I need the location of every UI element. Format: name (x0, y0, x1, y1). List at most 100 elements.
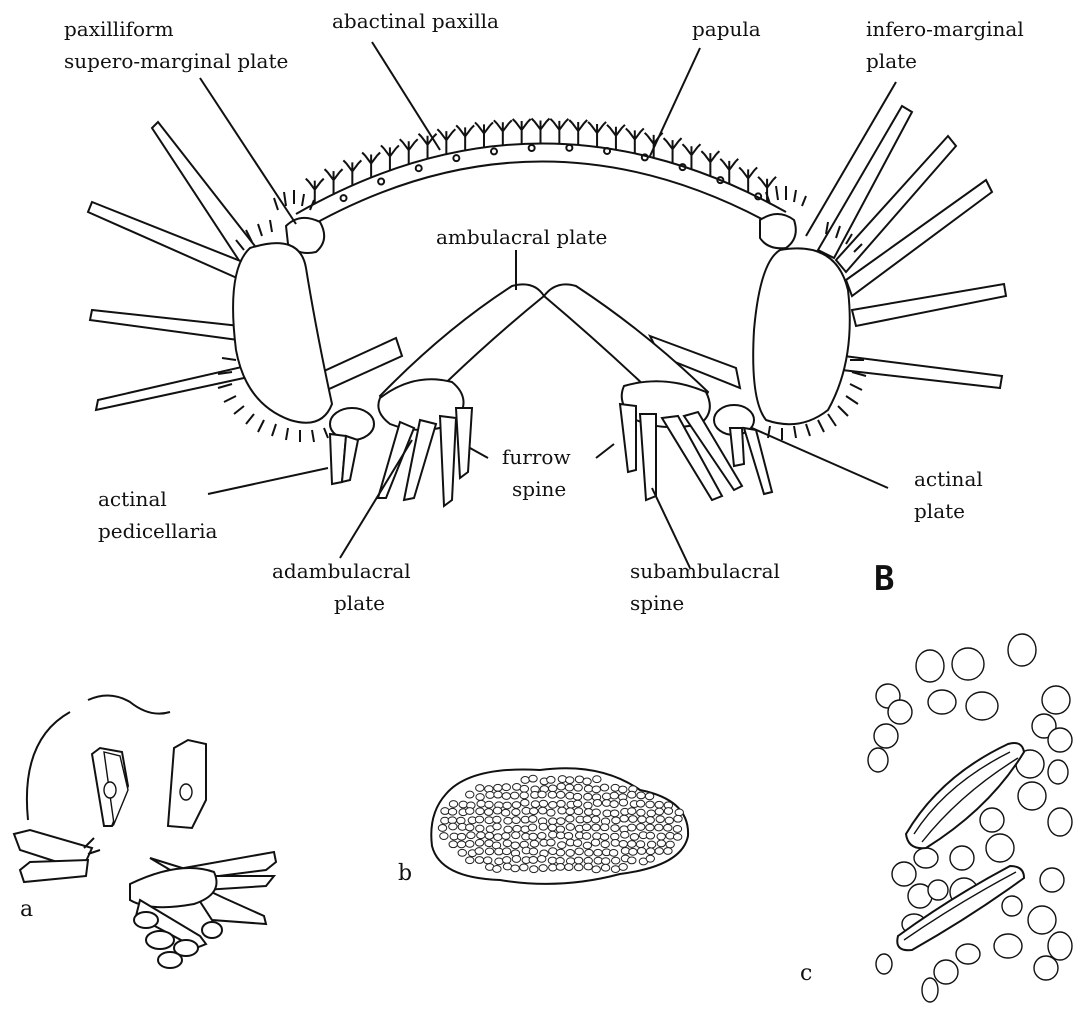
granule (1034, 956, 1058, 980)
granule (1002, 896, 1022, 916)
cell (549, 785, 557, 792)
cell (558, 807, 566, 814)
cell (539, 865, 547, 872)
cell (628, 857, 636, 864)
cell (493, 816, 501, 823)
cell (646, 848, 654, 855)
cell (476, 825, 484, 832)
cell (549, 848, 557, 855)
label-supero-marginal-plate: supero-marginal plate (64, 49, 288, 73)
paxilla (532, 119, 550, 144)
cell (566, 777, 574, 784)
cell (628, 808, 636, 815)
cell (529, 775, 537, 782)
cell (619, 786, 627, 793)
cell (646, 801, 654, 808)
cell (556, 832, 564, 839)
granule (868, 748, 888, 772)
panel-label-b-main: B (874, 559, 894, 599)
cell (477, 832, 485, 839)
cell (612, 817, 620, 824)
granule (876, 954, 892, 974)
cell (593, 800, 601, 807)
cell (449, 823, 457, 830)
cell (438, 825, 446, 832)
panel-b-cell-mass: b (398, 768, 688, 886)
cell (512, 832, 520, 839)
label-actinal-right: actinal (914, 467, 983, 491)
cell (637, 848, 645, 855)
cell (485, 801, 493, 808)
cell (457, 817, 465, 824)
cell (566, 850, 574, 857)
cell (520, 785, 528, 792)
cell (592, 824, 600, 831)
cell (457, 841, 465, 848)
cell (609, 849, 617, 856)
cell (636, 841, 644, 848)
cell (665, 817, 673, 824)
label-subambulacral: subambulacral (630, 559, 780, 583)
cell (583, 778, 591, 785)
cell (547, 809, 555, 816)
cell (600, 833, 608, 840)
granule (1018, 782, 1046, 810)
cell (485, 848, 493, 855)
cell (584, 863, 592, 870)
cell (512, 802, 520, 809)
cell (512, 856, 520, 863)
cell (655, 808, 663, 815)
cell (512, 809, 520, 816)
cell (466, 791, 474, 798)
label-ambulacral-plate: ambulacral plate (436, 225, 607, 249)
granule (892, 862, 916, 886)
cell (620, 815, 628, 822)
cell (657, 840, 665, 847)
cell (566, 808, 574, 815)
cell (655, 801, 663, 808)
label-subambulacral-spine: spine (630, 591, 684, 615)
cell (582, 824, 590, 831)
cell (556, 863, 564, 870)
granule (1040, 868, 1064, 892)
cell (591, 839, 599, 846)
cell (502, 784, 510, 791)
cell (511, 865, 519, 872)
cell (485, 817, 493, 824)
cell (503, 802, 511, 809)
paxilla (701, 151, 723, 183)
granule (928, 880, 948, 900)
cell (630, 833, 638, 840)
left-infero-marginal-plate (233, 243, 332, 423)
paxilla (494, 120, 512, 145)
cell (637, 809, 645, 816)
cell (666, 841, 674, 848)
cell (537, 855, 545, 862)
cell (477, 800, 485, 807)
panel-label-b: b (398, 861, 412, 886)
granule (1042, 686, 1070, 714)
cell (646, 824, 654, 831)
paxilla (550, 119, 572, 151)
label-actinal-left: actinal (98, 487, 167, 511)
cell (503, 857, 511, 864)
cell (485, 832, 493, 839)
cell (573, 793, 581, 800)
cell (621, 831, 629, 838)
paxilla (475, 122, 497, 154)
cell (511, 842, 519, 849)
granule (956, 944, 980, 964)
cell (664, 824, 672, 831)
cell (619, 799, 627, 806)
cell (592, 809, 600, 816)
cell (573, 800, 581, 807)
cell (547, 839, 555, 846)
cell (664, 808, 672, 815)
cell (656, 816, 664, 823)
cell (502, 833, 510, 840)
cell (476, 794, 484, 801)
cell (611, 839, 619, 846)
panel-c-ossicles: c (800, 634, 1072, 1002)
cell (548, 791, 556, 798)
